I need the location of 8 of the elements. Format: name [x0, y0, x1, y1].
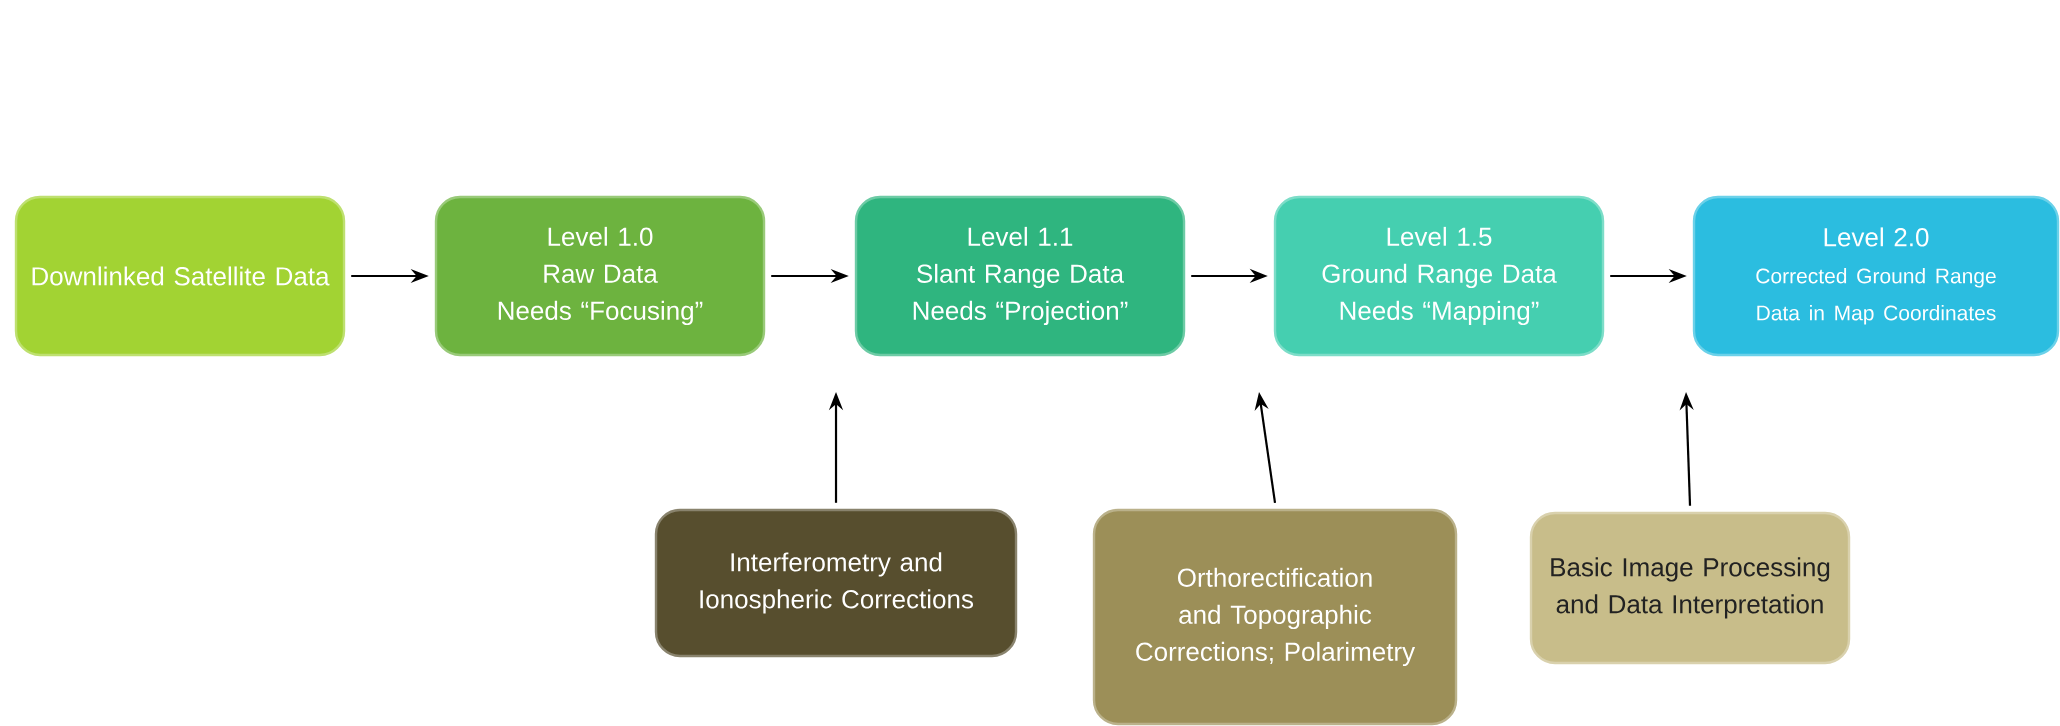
process-box: Level 2.0 Corrected Ground Range Data in Map Coordinates — [1692, 195, 2060, 357]
process-box: Orthorectification and Topographic Corrections; Polarimetry — [1092, 508, 1458, 726]
process-box: Basic Image Processing and Data Interpretation — [1529, 511, 1851, 665]
process-box: Interferometry and Ionospheric Corrections — [654, 508, 1018, 658]
process-box: Level 1.5 Ground Range Data Needs “Mapping” — [1273, 195, 1605, 357]
process-box: Level 1.0 Raw Data Needs “Focusing” — [434, 195, 766, 357]
process-box: Downlinked Satellite Data — [14, 195, 346, 357]
process-box: Level 1.1 Slant Range Data Needs “Projection” — [854, 195, 1186, 357]
